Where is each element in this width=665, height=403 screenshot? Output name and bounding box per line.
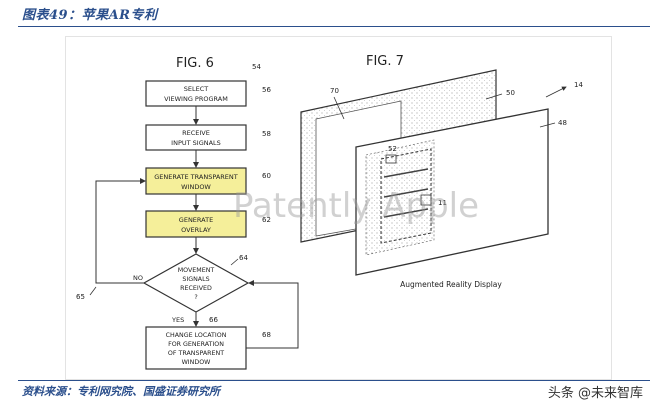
bottom-rule — [18, 380, 650, 381]
top-rule — [18, 26, 650, 27]
decision-text: MOVEMENT — [178, 267, 215, 274]
ref-number: 14 — [574, 81, 583, 89]
decision-text: RECEIVED — [180, 285, 212, 292]
decision-text: SIGNALS — [182, 276, 209, 283]
ref-number: 52 — [388, 145, 397, 153]
fig7-label: Augmented Reality Display — [400, 280, 502, 289]
flow-box-change-location: CHANGE LOCATION FOR GENERATION OF TRANSP… — [145, 326, 271, 370]
ref-number: 50 — [506, 89, 515, 97]
front-panel-48 — [355, 108, 549, 276]
flow-box-text: VIEWING PROGRAM — [164, 95, 228, 103]
ref-number: 66 — [209, 316, 218, 324]
ref-number: 64 — [239, 254, 248, 262]
fig6-title: FIG. 6 — [176, 56, 214, 71]
fig6-ref: 54 — [252, 63, 261, 71]
decision-text: ? — [194, 294, 197, 301]
ref-number: 70 — [330, 87, 339, 95]
flow-box-text: WINDOW — [181, 183, 211, 191]
flow-box-text: INPUT SIGNALS — [171, 139, 221, 147]
patent-drawing: FIG. 6 54 SELECT VIEWING PROGRAM 56 RECE… — [76, 54, 583, 370]
ref-number: 60 — [262, 172, 271, 180]
ref-number: 68 — [262, 331, 271, 339]
fig7-title: FIG. 7 — [366, 54, 404, 69]
flow-box-text: WINDOW — [182, 359, 212, 366]
ref-number: 58 — [262, 130, 271, 138]
no-label: NO — [133, 274, 143, 282]
patently-apple-watermark: Patently Apple — [233, 186, 479, 226]
flow-box-generate-window: GENERATE TRANSPARENT WINDOW 60 — [145, 167, 271, 195]
flow-box-text: RECEIVE — [182, 129, 210, 137]
ref-number: 48 — [558, 119, 567, 127]
flow-box-text: GENERATE — [179, 216, 213, 224]
ref-number: 65 — [76, 293, 85, 301]
flow-box-text: FOR GENERATION — [168, 341, 224, 348]
flow-box-generate-overlay: GENERATE OVERLAY 62 — [145, 210, 271, 238]
patent-figure: FIG. 6 54 SELECT VIEWING PROGRAM 56 RECE… — [65, 36, 612, 380]
source-note: 资料来源：专利网究院、国盛证券研究所 — [22, 385, 220, 398]
flow-decision-movement: MOVEMENT SIGNALS RECEIVED ? 64 — [142, 253, 250, 313]
flow-box-text: SELECT — [184, 85, 208, 93]
flow-box-receive: RECEIVE INPUT SIGNALS 58 — [145, 124, 271, 151]
toutiao-watermark: 头条 @未来智库 — [547, 386, 643, 401]
ref-number: 11 — [438, 199, 447, 207]
loop-arrow-no — [95, 178, 146, 284]
figure-caption: 图表49：苹果AR专利 — [22, 8, 158, 23]
ref-number: 56 — [262, 86, 271, 94]
flow-box-text: GENERATE TRANSPARENT — [154, 173, 238, 181]
yes-label: YES — [171, 316, 184, 324]
flow-box-text: OVERLAY — [181, 226, 211, 234]
flow-box-select: SELECT VIEWING PROGRAM 56 — [145, 80, 271, 107]
flow-box-text: CHANGE LOCATION — [166, 332, 227, 339]
ref-number: 62 — [262, 216, 271, 224]
flow-box-text: OF TRANSPARENT — [168, 350, 224, 357]
loop-arrow-return — [246, 280, 299, 349]
